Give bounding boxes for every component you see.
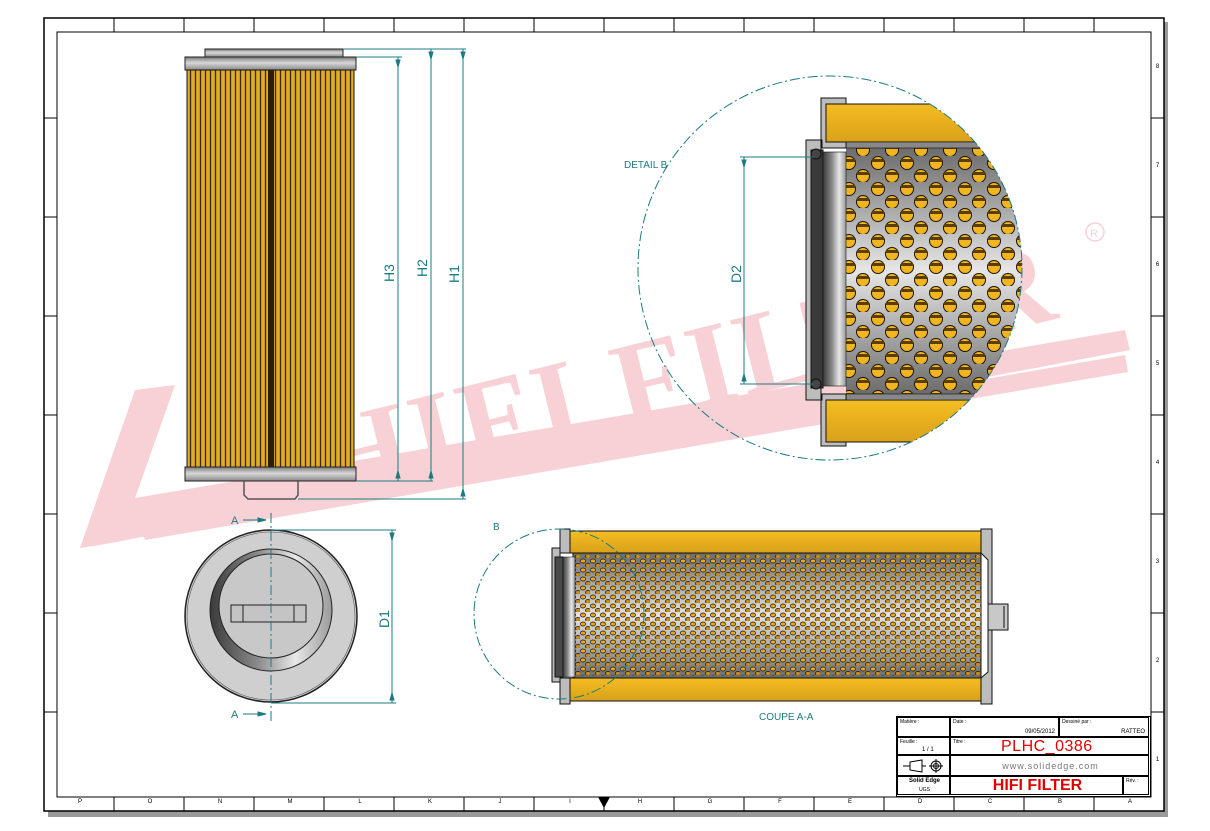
zone-row-label: 3 [1155,559,1160,565]
zone-col-label: F [778,799,782,805]
zone-col-label: L [358,799,362,805]
zone-col-label: G [707,799,713,805]
software-cell: Solid Edge UGS [897,776,950,795]
svg-text:D1: D1 [376,610,392,628]
detail-b-view: D2 DETAIL B [624,75,1023,461]
material-label: Matière : [900,719,920,725]
zone-col-label: I [569,799,571,805]
zone-row-label: 7 [1155,163,1160,169]
svg-text:B: B [493,522,500,533]
zone-row-label: 8 [1155,64,1160,70]
zone-col-label: D [917,799,923,805]
zone-col-label: J [498,799,502,805]
zone-row-label: 2 [1155,658,1160,664]
date-label: Date : [953,719,967,725]
section-a-a-view: B COUPE A-A [473,522,1009,723]
zone-col-label: N [217,799,223,805]
zone-row-label: 1 [1155,757,1160,763]
svg-text:H1: H1 [446,265,462,283]
website-text: www.solidedge.com [1002,761,1099,771]
company-cell: HIFI FILTER [950,776,1123,795]
material-cell: Matière : [897,717,950,737]
svg-text:COUPE A-A: COUPE A-A [759,712,814,723]
title-label: Titre : [953,739,966,745]
software-name: Solid Edge [908,778,940,784]
svg-text:D2: D2 [728,265,744,283]
zone-col-label: B [1057,799,1062,805]
zone-columns: P O N M L K J I H G F E D C B A [44,799,1164,811]
date-value: 09/05/2012 [1024,729,1055,735]
svg-text:H2: H2 [414,259,430,277]
date-cell: Date : 09/05/2012 [950,717,1059,737]
svg-text:A: A [231,709,239,721]
drawn-by-value: RATTEO [1121,729,1145,735]
svg-text:A: A [231,515,239,527]
front-view: H3 H2 H1 [184,48,466,500]
zone-col-label: K [427,799,432,805]
zone-rows: 8 7 6 5 4 3 2 1 [1151,32,1164,797]
sheet-cell: Feuille : 1 / 1 [897,737,950,755]
title-block: Matière : Date : 09/05/2012 Dessiné par … [896,716,1151,797]
title-cell: Titre : PLHC_0386 [950,737,1149,755]
zone-col-label: C [987,799,993,805]
svg-text:H3: H3 [381,264,397,282]
company-name: HIFI FILTER [992,777,1083,794]
drawn-by-label: Dessiné par : [1062,719,1092,725]
drawing-number: PLHC_0386 [1001,738,1093,755]
projection-symbol-icon [903,759,943,773]
zone-col-label: H [637,799,643,805]
drawn-by-cell: Dessiné par : RATTEO [1059,717,1149,737]
zone-col-label: M [287,799,293,805]
zone-col-label: P [77,799,82,805]
top-view: A A D1 [184,513,396,722]
zone-col-label: A [1127,799,1132,805]
zone-col-label: E [847,799,852,805]
revision-cell: Rév. : [1123,776,1149,795]
website-cell: www.solidedge.com [950,755,1149,776]
zone-row-label: 5 [1155,361,1160,367]
svg-text:R: R [1090,228,1098,240]
revision-label: Rév. : [1126,778,1139,784]
zone-row-label: 4 [1155,460,1160,466]
sheet-value: 1 / 1 [922,747,934,753]
projection-symbol-cell [897,755,950,776]
zone-row-label: 6 [1155,262,1160,268]
zone-col-label: O [147,799,153,805]
software-sub: UGS [919,787,930,793]
svg-text:DETAIL B: DETAIL B [624,160,668,171]
sheet-label: Feuille : [900,739,918,745]
